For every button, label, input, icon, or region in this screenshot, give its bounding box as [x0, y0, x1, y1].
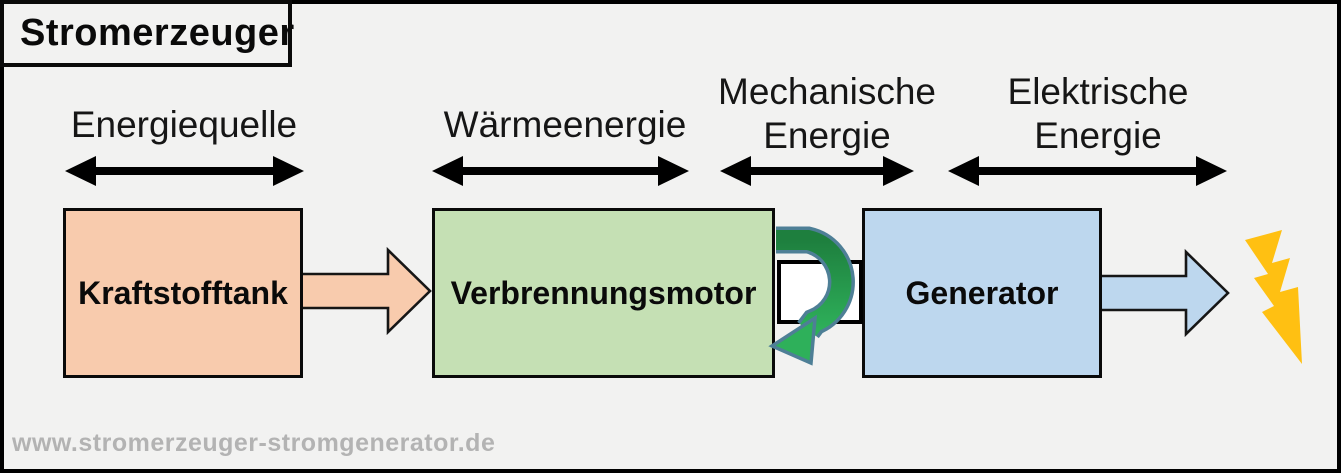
watermark: www.stromerzeuger-stromgenerator.de	[12, 429, 496, 457]
flow-arrow-electric-icon	[1098, 248, 1230, 338]
label-elektrische-energie: Elektrische Energie	[1007, 71, 1189, 156]
double-arrow-mechanische-icon	[720, 156, 914, 186]
label-energiequelle: Energiequelle	[70, 104, 298, 145]
label-waermeenergie: Wärmeenergie	[443, 104, 687, 145]
double-arrow-energiequelle-icon	[65, 156, 304, 186]
flow-arrow-fuel-icon	[300, 246, 432, 336]
node-verbrennungsmotor: Verbrennungsmotor	[432, 208, 775, 378]
rotation-arrow-icon	[768, 226, 855, 366]
lightning-bolt-icon	[1245, 230, 1302, 364]
page-title: Stromerzeuger	[0, 0, 294, 67]
node-kraftstofftank-label: Kraftstofftank	[78, 274, 288, 311]
node-generator-label: Generator	[905, 274, 1059, 311]
node-verbrennungsmotor-label: Verbrennungsmotor	[450, 274, 757, 311]
node-kraftstofftank: Kraftstofftank	[63, 208, 303, 378]
node-generator: Generator	[862, 208, 1102, 378]
label-mechanische-energie: Mechanische Energie	[717, 71, 937, 156]
double-arrow-waermeenergie-icon	[432, 156, 689, 186]
double-arrow-elektrische-icon	[948, 156, 1227, 186]
